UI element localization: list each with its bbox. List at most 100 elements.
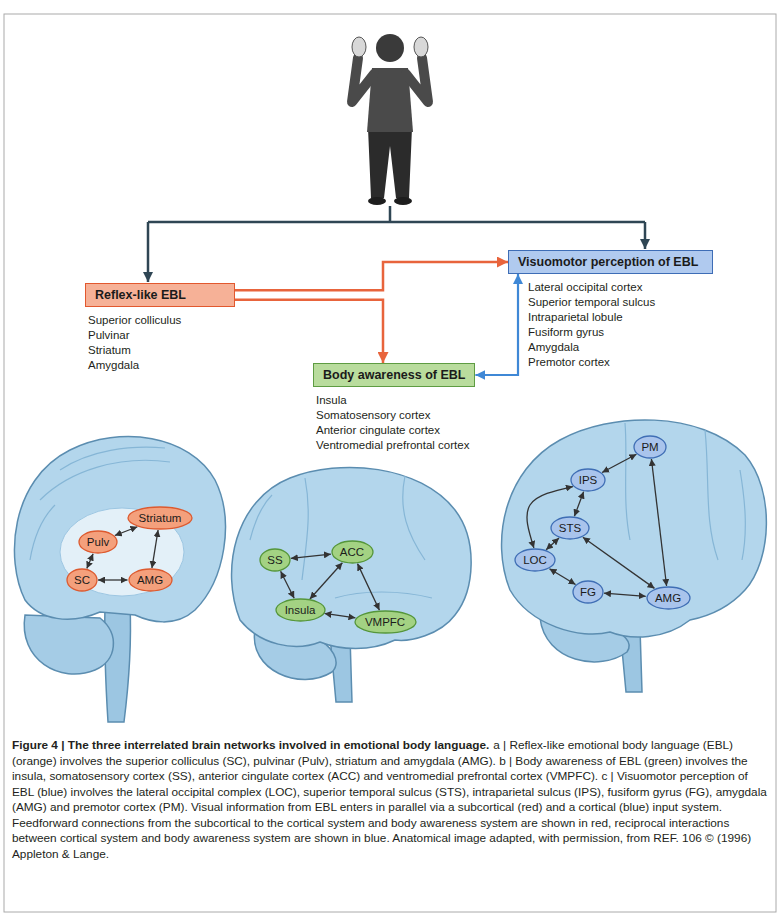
region-list-item: Fusiform gyrus [528,325,604,339]
ellipse-shape [573,581,603,603]
region-ellipse: SS [259,548,291,572]
region-ellipse: AMG [646,586,691,610]
region-list-item: Superior colliculus [88,313,181,327]
person-foot [394,197,412,205]
region-connection [98,579,128,580]
network-box: Reflex-like EBL [85,283,235,307]
region-connection [324,613,355,617]
input-arrow [147,222,150,282]
region-name: IPS [579,473,598,487]
region-list-item: Amygdala [88,358,139,372]
network-connection [235,262,508,290]
region-ellipse: Pulv [78,530,118,554]
region-connection [87,554,93,569]
region-connection [152,530,158,568]
brain-lateral [232,467,472,702]
region-ellipse: STS [550,516,590,540]
network-connection [475,274,518,375]
region-connection [291,554,331,558]
network-title: Body awareness of EBL [323,367,465,383]
region-connection [574,492,583,517]
ellipse-shape [355,611,416,633]
region-list-item: Insula [316,393,347,407]
person-hand [414,37,428,57]
region-list-item: Superior temporal sulcus [528,295,655,309]
region-connection [604,593,646,596]
region-connection [602,454,636,472]
figure-frame [4,14,776,912]
region-connection [549,569,575,585]
ellipse-shape [260,549,290,571]
region-ellipse: FG [572,580,604,604]
region-name: AMG [655,591,681,605]
input-arrow [644,222,647,249]
region-list-item: Lateral occipital cortex [528,280,642,294]
input-line [148,206,645,222]
region-ellipse: ACC [331,540,374,564]
ellipse-shape [647,587,690,609]
region-name: LOC [523,553,547,567]
figure-caption: Figure 4 | The three interrelated brain … [12,738,767,862]
person-head [376,34,404,62]
region-name: SC [74,573,90,587]
person-hand [352,37,366,57]
cerebrum [502,420,767,637]
region-ellipse: Striatum [127,506,193,530]
region-list-item: Anterior cingulate cortex [316,423,440,437]
network-connection [235,300,383,363]
deep-structures [60,508,184,596]
brain-lateral [502,420,767,692]
region-list-item: Striatum [88,343,131,357]
region-ellipse: Insula [275,598,326,622]
region-connection [115,527,138,536]
figure-title: Figure 4 | The three interrelated brain … [12,738,489,752]
region-connection [357,564,379,611]
region-list-item: Intraparietal lobule [528,310,623,324]
region-name: VMPFC [365,615,405,629]
cerebrum [14,437,225,622]
brain-medial [14,437,225,722]
region-list-item: Pulvinar [88,328,130,342]
region-name: PM [641,440,658,454]
ellipse-shape [571,469,605,491]
region-connection [651,459,666,586]
cerebellum [24,615,113,674]
region-list-item: Premotor cortex [528,355,610,369]
region-name: SS [267,553,282,567]
region-name: AMG [137,573,163,587]
region-name: FG [580,585,596,599]
region-list-item: Ventromedial prefrontal cortex [316,438,469,452]
sulcus [625,423,745,560]
region-ellipse: IPS [570,468,606,492]
region-connection [310,563,342,599]
person-foot [368,197,386,205]
cerebrum [232,467,472,648]
region-name: Insula [285,603,316,617]
ellipse-shape [332,541,373,563]
region-connection [281,571,295,598]
person-legs [368,128,412,198]
sulcus [250,476,432,598]
ellipse-shape [67,569,97,591]
caption-text: a | Reflex-like emotional body language … [12,738,767,861]
ellipse-shape [128,507,192,529]
ellipse-shape [129,569,172,591]
region-ellipse: SC [66,568,98,592]
region-ellipse: VMPFC [354,610,417,634]
region-connection [546,538,559,550]
region-ellipse: AMG [128,568,173,592]
person-arm [406,58,428,102]
network-title: Visuomotor perception of EBL [518,254,703,270]
region-name: ACC [340,545,364,559]
ellipse-shape [276,599,325,621]
region-name: Striatum [139,511,182,525]
region-ellipse: PM [633,435,667,459]
network-box: Body awareness of EBL [313,363,475,387]
region-ellipse: LOC [514,548,556,572]
person-figure [352,34,428,205]
region-connection [583,537,655,588]
person-arm [352,58,374,102]
region-name: STS [559,521,581,535]
ellipse-shape [551,517,589,539]
